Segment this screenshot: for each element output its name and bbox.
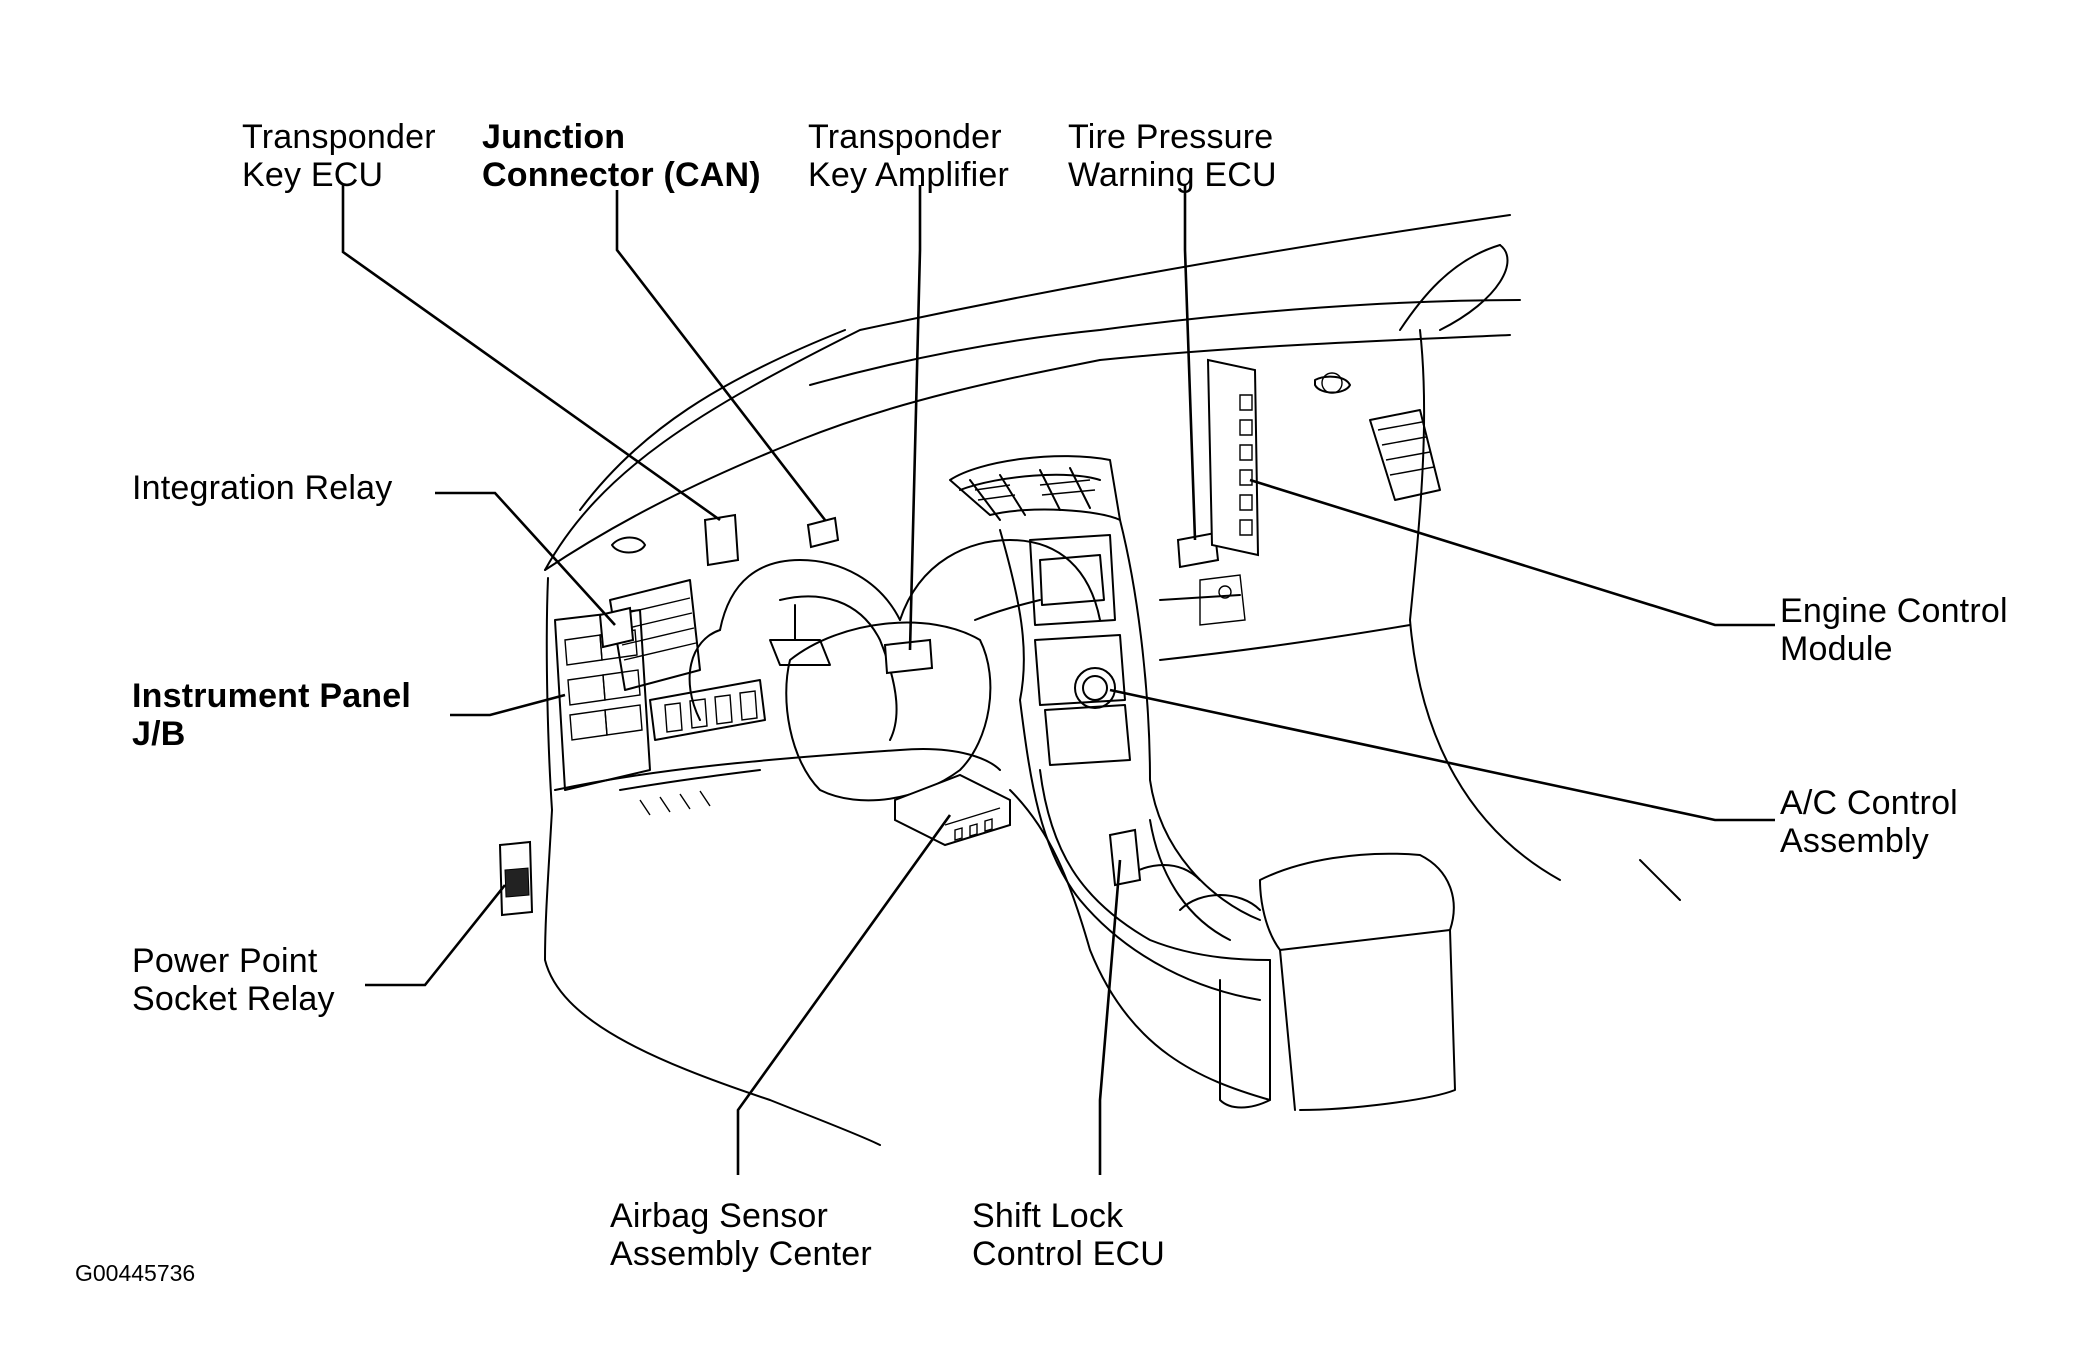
label-junction-connector: Junction Connector (CAN) xyxy=(482,118,761,194)
label-tire-pressure-warning-ecu: Tire Pressure Warning ECU xyxy=(1068,118,1277,194)
leader-airbag-sensor-assembly-center xyxy=(736,814,952,1175)
leader-lines xyxy=(341,185,1775,1175)
label-ac-control-assembly: A/C Control Assembly xyxy=(1780,784,1958,860)
shift-lock-control-ecu-part xyxy=(1108,828,1142,887)
airbag-sensor-assembly-part xyxy=(894,773,1011,847)
label-transponder-key-ecu: Transponder Key ECU xyxy=(242,118,436,194)
tire-pressure-warning-ecu-part xyxy=(1176,531,1220,569)
junction-connector-part xyxy=(806,516,840,549)
figure-id: G00445736 xyxy=(75,1260,196,1286)
label-shift-lock-control-ecu: Shift Lock Control ECU xyxy=(972,1197,1166,1273)
label-integration-relay: Integration Relay xyxy=(132,469,393,507)
dashboard-body xyxy=(544,214,1681,1146)
transponder-key-amplifier-part xyxy=(883,638,934,675)
leader-instrument-panel-jb xyxy=(450,693,566,717)
label-engine-control-module: Engine Control Module xyxy=(1780,592,2008,668)
leader-transponder-key-amplifier xyxy=(908,185,922,651)
engine-control-module-part xyxy=(1206,358,1260,557)
leader-ac-control-assembly xyxy=(1109,688,1775,822)
leader-transponder-key-ecu xyxy=(341,185,721,522)
leader-integration-relay xyxy=(435,491,616,626)
transponder-key-ecu-part xyxy=(703,513,740,567)
leader-shift-lock-control-ecu xyxy=(1098,859,1122,1175)
leader-power-point-socket-relay xyxy=(365,884,507,987)
leader-junction-connector xyxy=(615,190,827,521)
leader-engine-control-module xyxy=(1249,478,1775,627)
leader-tire-pressure-warning-ecu xyxy=(1183,185,1197,541)
label-transponder-key-amplifier: Transponder Key Amplifier xyxy=(808,118,1010,194)
label-power-point-socket-relay: Power Point Socket Relay xyxy=(132,942,335,1018)
label-instrument-panel-jb: Instrument Panel J/B xyxy=(132,677,412,753)
label-airbag-sensor-assembly-center: Airbag Sensor Assembly Center xyxy=(610,1197,872,1273)
